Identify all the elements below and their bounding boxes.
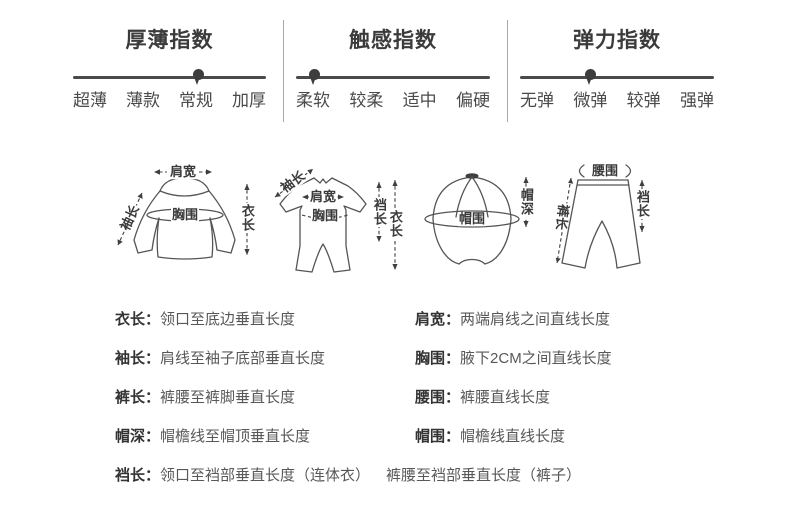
definition-term: 胸围：	[415, 350, 461, 367]
definition-text: 领口至底边垂直长度	[160, 311, 296, 328]
definition-term: 裆长：	[115, 467, 161, 484]
definition-term: 袖长：	[115, 350, 161, 367]
cap-depth-label: 帽深	[518, 187, 534, 217]
jacket-chest-label: 胸围	[170, 207, 200, 223]
definition-term: 帽深：	[115, 428, 161, 445]
option-label: 适中	[402, 91, 437, 110]
definition-term: 腰围：	[415, 389, 461, 406]
thickness-options: 超薄 薄款 常规 加厚	[73, 91, 266, 111]
option-label: 较弹	[626, 91, 661, 110]
definition-item: 裤长： 裤腰至裤脚垂直长度	[115, 378, 415, 417]
cap-circumference-label: 帽围	[457, 211, 487, 227]
romper-length-label: 衣长	[387, 209, 403, 239]
option-label-selected: 常规	[179, 91, 213, 110]
option-label-selected: 柔软	[296, 91, 330, 110]
pants-crotch-label: 裆长	[634, 189, 650, 219]
definition-text: 领口至裆部垂直长度（连体衣）	[160, 467, 371, 484]
option-label: 强弹	[679, 91, 714, 110]
jacket-length-label: 衣长	[239, 203, 255, 233]
cap-measurement-diagram: 帽围 帽深	[420, 165, 542, 267]
definition-text: 帽檐线至帽顶垂直长度	[160, 428, 311, 445]
definition-term: 衣长：	[115, 311, 161, 328]
index-section-elasticity: 弹力指数 无弹 微弹 较弹 强弹	[520, 29, 714, 111]
cap-line-art	[424, 173, 529, 265]
definition-text: 腋下2CM之间直线长度	[460, 350, 612, 367]
definition-item: 帽围： 帽檐线直线长度	[415, 417, 565, 456]
romper-chest-label: 胸围	[310, 208, 340, 224]
jacket-shoulder-label: 肩宽	[168, 164, 198, 180]
option-label-selected: 微弹	[573, 91, 608, 110]
definition-item: 帽深： 帽檐线至帽顶垂直长度	[115, 417, 415, 456]
jacket-line-art	[117, 169, 250, 260]
definition-term: 帽围：	[415, 428, 461, 445]
definition-row: 袖长： 肩线至袖子底部垂直长度 胸围： 腋下2CM之间直线长度	[115, 339, 775, 378]
option-label: 加厚	[232, 91, 266, 110]
section-divider	[507, 20, 508, 122]
definition-row-crotch: 裆长： 领口至裆部垂直长度（连体衣） 裤腰至裆部垂直长度（裤子）	[115, 456, 775, 495]
definition-item: 衣长： 领口至底边垂直长度	[115, 300, 415, 339]
measurement-definitions: 衣长： 领口至底边垂直长度 肩宽： 两端肩线之间直线长度 袖长： 肩线至袖子底部…	[115, 300, 775, 495]
pants-measurement-diagram: 腰围 裤长 裆长	[548, 160, 660, 275]
option-label: 薄款	[126, 91, 160, 110]
option-label: 超薄	[73, 91, 107, 110]
definition-text: 裤腰直线长度	[460, 389, 551, 406]
thickness-index-title: 厚薄指数	[125, 29, 214, 52]
pants-length-label: 裤长	[553, 202, 572, 232]
definition-item: 腰围： 裤腰直线长度	[415, 378, 550, 417]
definition-item: 肩宽： 两端肩线之间直线长度	[415, 300, 610, 339]
romper-crotch-label: 裆长	[371, 197, 387, 227]
definition-text: 裤腰至裆部垂直长度（裤子）	[386, 467, 582, 484]
romper-measurement-diagram: 袖长 肩宽 胸围 裆长 衣长	[268, 160, 410, 278]
option-label: 无弹	[520, 91, 554, 110]
touch-options: 柔软 较柔 适中 偏硬	[296, 91, 490, 111]
option-label: 偏硬	[455, 91, 490, 110]
definition-item: 胸围： 腋下2CM之间直线长度	[415, 339, 612, 378]
definition-term: 裤长：	[115, 389, 161, 406]
elasticity-index-title: 弹力指数	[573, 29, 661, 52]
romper-shoulder-label: 肩宽	[308, 189, 338, 205]
pants-waist-label: 腰围	[590, 163, 620, 179]
slider-pin-icon	[192, 69, 204, 85]
section-divider	[283, 20, 284, 122]
slider-pin-icon	[584, 69, 596, 85]
definition-item: 袖长： 肩线至袖子底部垂直长度	[115, 339, 415, 378]
jacket-measurement-diagram: 肩宽 袖长 胸围 衣长	[108, 160, 258, 262]
definition-text: 裤腰至裤脚垂直长度	[160, 389, 296, 406]
touch-slider	[296, 69, 490, 85]
definition-text: 两端肩线之间直线长度	[460, 311, 611, 328]
definition-text: 肩线至袖子底部垂直长度	[160, 350, 326, 367]
definition-text: 帽檐线直线长度	[460, 428, 566, 445]
definition-term: 肩宽：	[415, 311, 461, 328]
slider-pin-icon	[308, 69, 320, 85]
option-label: 较柔	[349, 91, 384, 110]
thickness-slider	[73, 69, 266, 85]
romper-line-art	[274, 168, 398, 273]
definition-row: 裤长： 裤腰至裤脚垂直长度 腰围： 裤腰直线长度	[115, 378, 775, 417]
definition-row: 帽深： 帽檐线至帽顶垂直长度 帽围： 帽檐线直线长度	[115, 417, 775, 456]
touch-index-title: 触感指数	[349, 29, 437, 52]
index-section-thickness: 厚薄指数 超薄 薄款 常规 加厚	[73, 29, 266, 111]
definition-row: 衣长： 领口至底边垂直长度 肩宽： 两端肩线之间直线长度	[115, 300, 775, 339]
elasticity-slider	[520, 69, 714, 85]
index-section-touch: 触感指数 柔软 较柔 适中 偏硬	[296, 29, 490, 111]
definition-item: 裆长： 领口至裆部垂直长度（连体衣） 裤腰至裆部垂直长度（裤子）	[115, 456, 581, 495]
elasticity-options: 无弹 微弹 较弹 强弹	[520, 91, 714, 111]
